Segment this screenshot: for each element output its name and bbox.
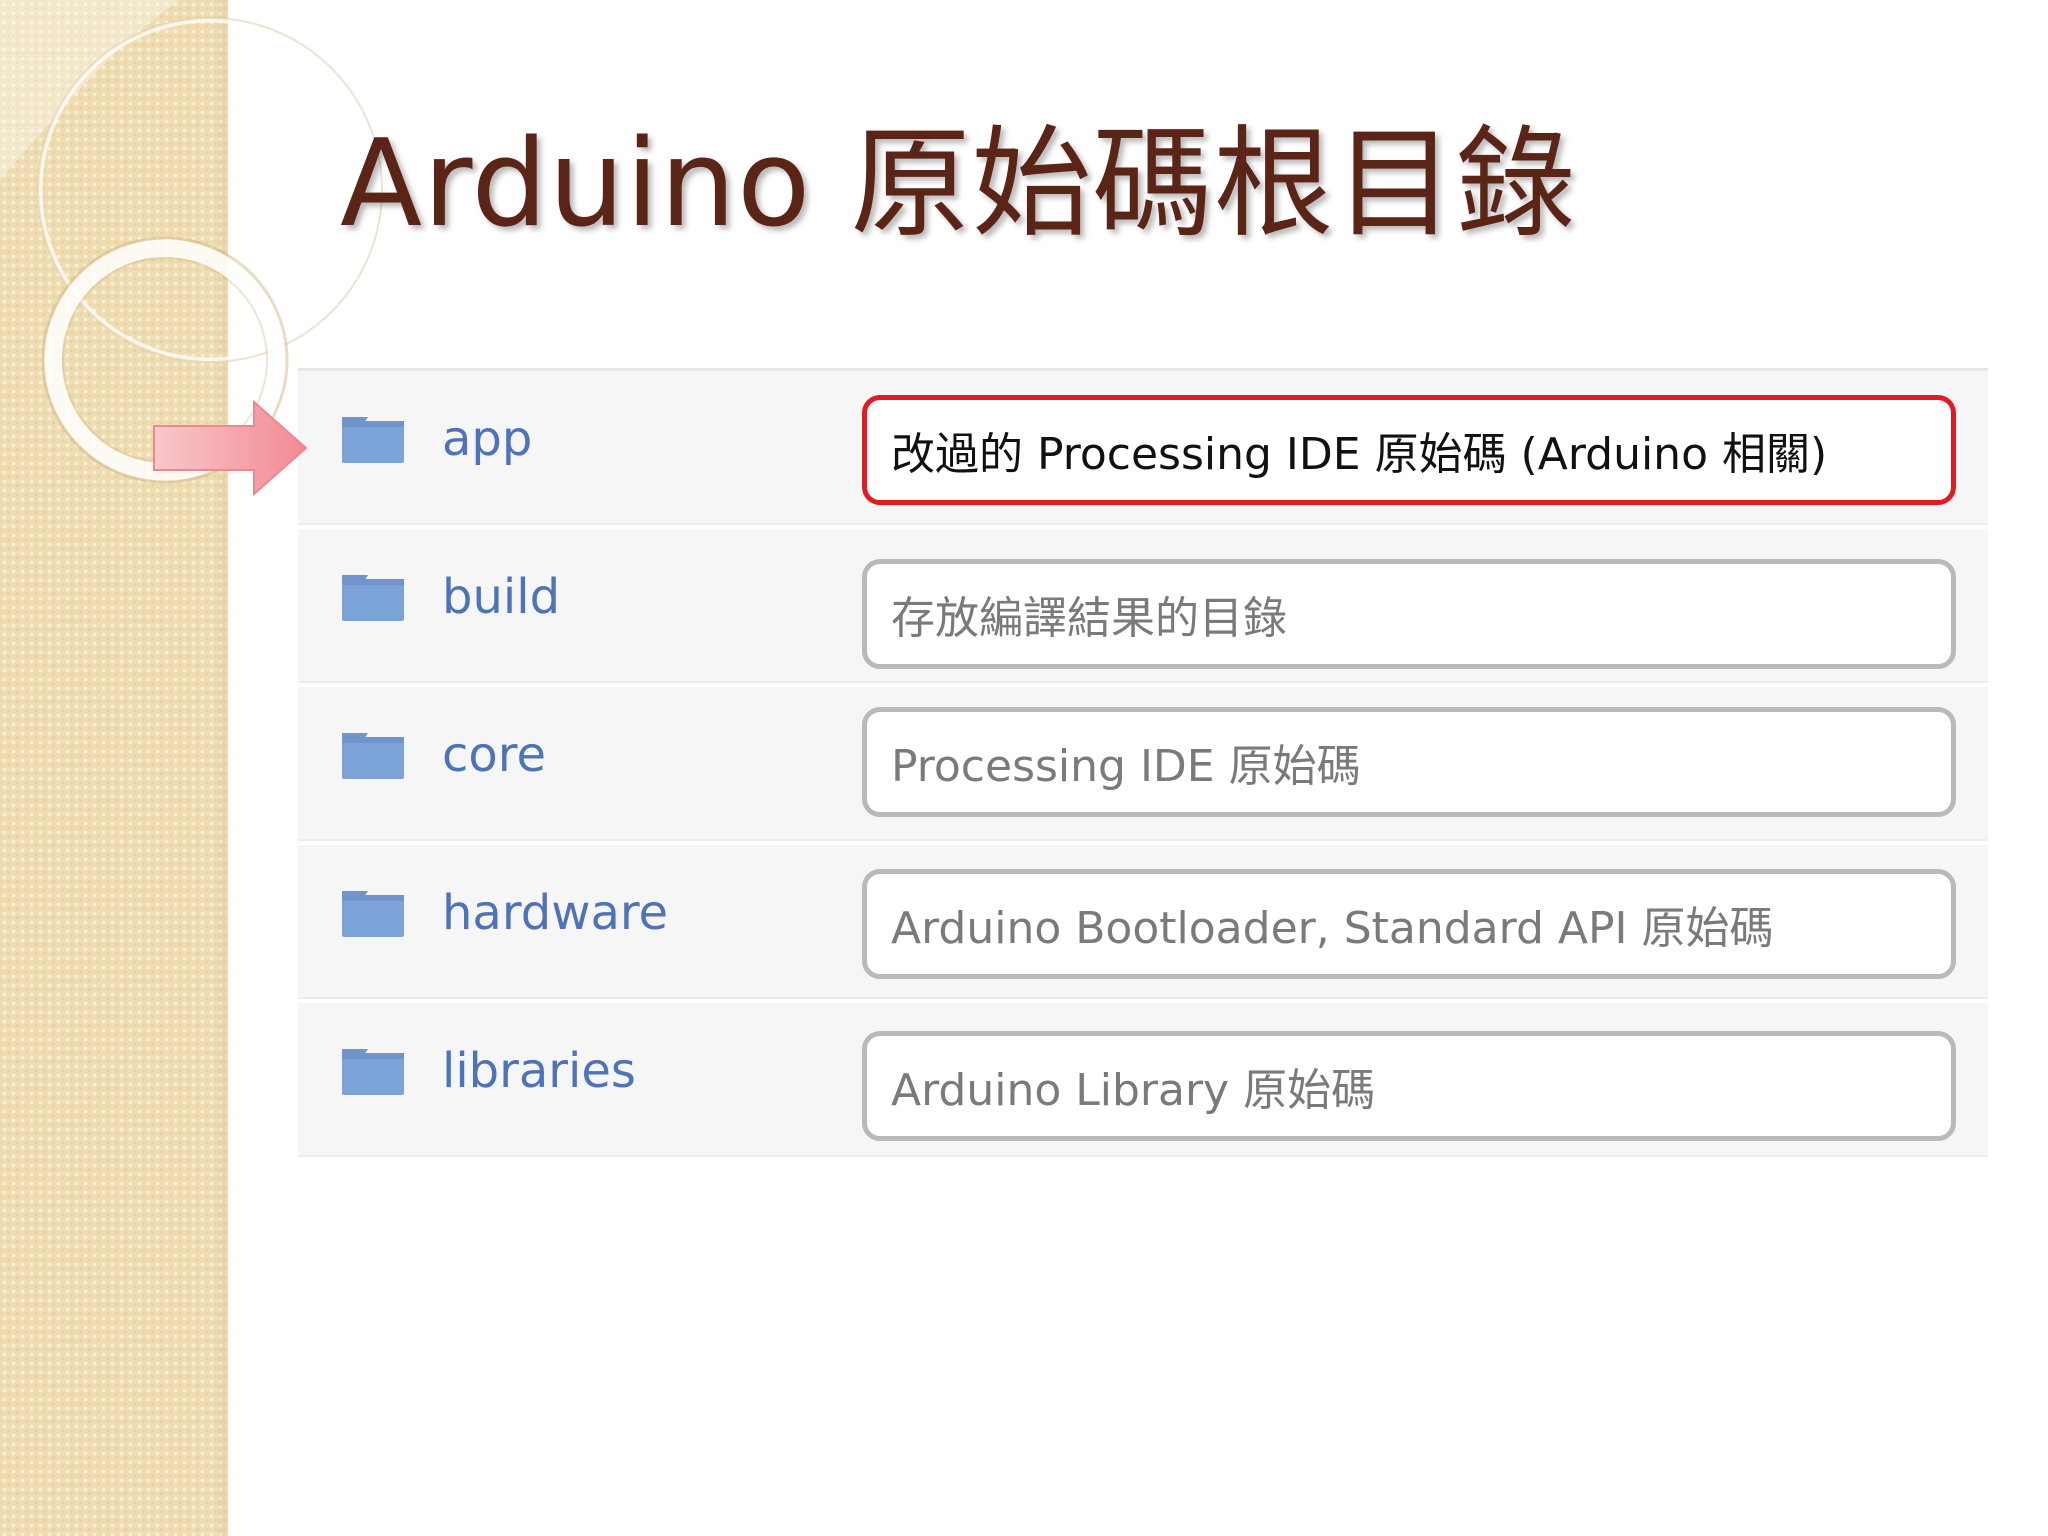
- directory-description: 存放編譯結果的目錄: [891, 593, 1287, 644]
- directory-name[interactable]: build: [442, 569, 561, 625]
- directory-description-box: 存放編譯結果的目錄: [862, 559, 1956, 669]
- directory-description: Arduino Library 原始碼: [891, 1065, 1376, 1116]
- directory-name[interactable]: hardware: [442, 885, 669, 941]
- folder-icon: [342, 575, 404, 621]
- directory-row-hardware[interactable]: hardware Arduino Bootloader, Standard AP…: [298, 845, 1988, 1003]
- directory-listing: app 改過的 Processing IDE 原始碼 (Arduino 相關) …: [298, 368, 1988, 1161]
- directory-description: 改過的 Processing IDE 原始碼 (Arduino 相關): [891, 429, 1828, 480]
- directory-name[interactable]: libraries: [442, 1043, 636, 1099]
- directory-description-box-highlighted: 改過的 Processing IDE 原始碼 (Arduino 相關): [862, 395, 1956, 505]
- folder-icon: [342, 417, 404, 463]
- directory-description-box: Arduino Library 原始碼: [862, 1031, 1956, 1141]
- directory-row-build[interactable]: build 存放編譯結果的目錄: [298, 529, 1988, 687]
- directory-row-app[interactable]: app 改過的 Processing IDE 原始碼 (Arduino 相關): [298, 371, 1988, 529]
- folder-icon: [342, 891, 404, 937]
- side-strip-shadow: [218, 0, 232, 1536]
- page-title: Arduino 原始碼根目錄: [340, 115, 1577, 254]
- directory-row-core[interactable]: core Processing IDE 原始碼: [298, 687, 1988, 845]
- directory-name[interactable]: app: [442, 411, 533, 467]
- arrow-right-icon: [153, 400, 308, 496]
- decorative-rings: [0, 0, 383, 484]
- directory-description-box: Arduino Bootloader, Standard API 原始碼: [862, 869, 1956, 979]
- folder-icon: [342, 733, 404, 779]
- directory-name[interactable]: core: [442, 727, 546, 783]
- folder-icon: [342, 1049, 404, 1095]
- directory-description: Arduino Bootloader, Standard API 原始碼: [891, 903, 1774, 954]
- directory-description: Processing IDE 原始碼: [891, 741, 1361, 792]
- directory-row-libraries[interactable]: libraries Arduino Library 原始碼: [298, 1003, 1988, 1161]
- directory-description-box: Processing IDE 原始碼: [862, 707, 1956, 817]
